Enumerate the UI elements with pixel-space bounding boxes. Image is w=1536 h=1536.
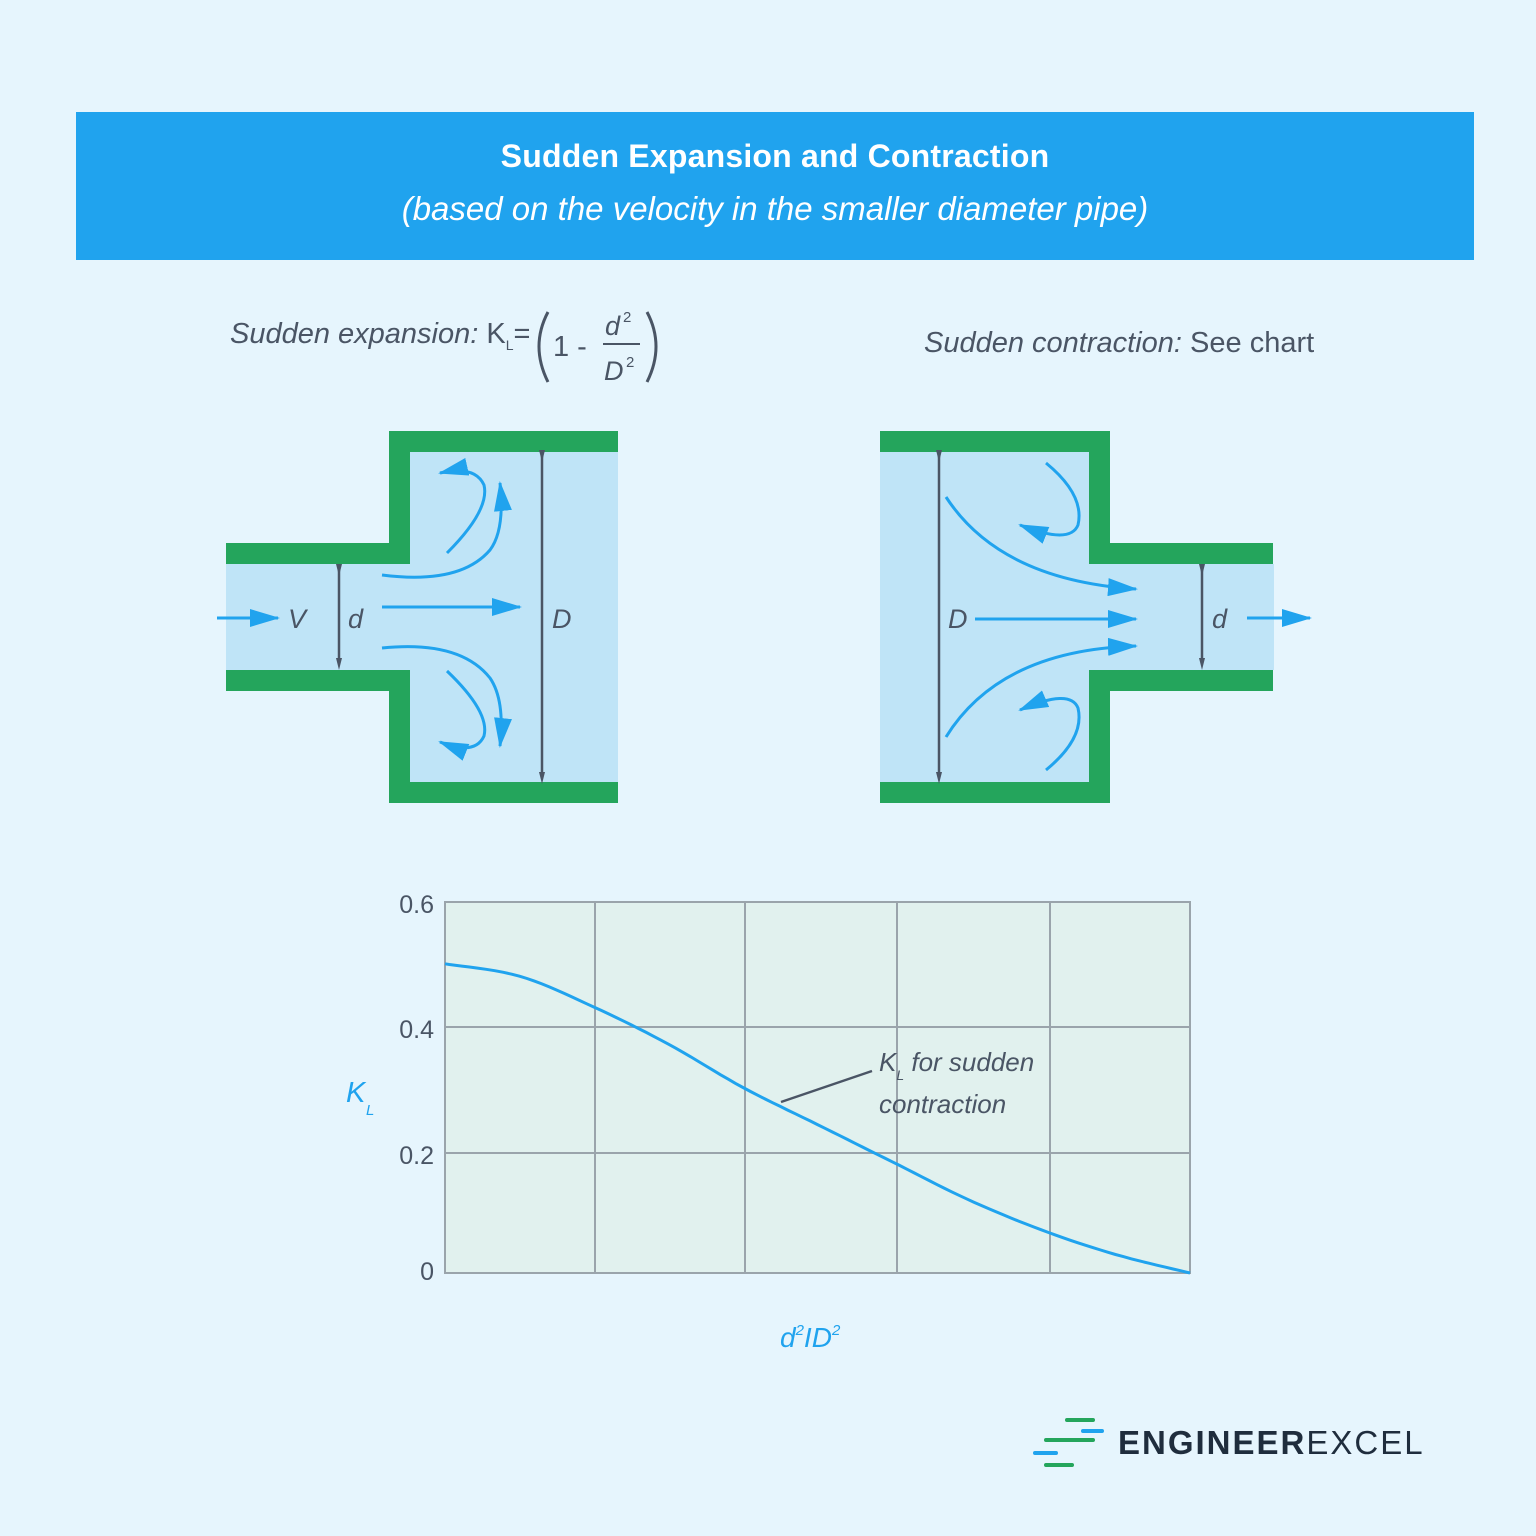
contraction-bottom-wall [880,670,1273,803]
annotation-leader-line [780,1069,873,1104]
y-tick-0.6: 0.6 [399,891,434,919]
expansion-formula: Sudden expansion: KL= [230,318,530,353]
x-axis-label: d2ID2 [780,1322,841,1353]
contraction-top-wall [880,431,1273,564]
y-axis-label: K [346,1077,367,1109]
kl-contraction-curve [444,962,1191,1275]
svg-text:2: 2 [626,354,634,371]
kl-symbol: KL= [486,318,531,353]
annotation-line1: KL for sudden [879,1047,1034,1083]
contraction-lower-eddy [1018,690,1081,772]
page-title: Sudden Expansion and Contraction [500,138,1050,174]
expansion-label: Sudden expansion: [230,318,479,350]
page-subtitle: (based on the velocity in the smaller di… [401,190,1149,227]
kl-chart: 0.6 0.4 0.2 0 K L d2ID2 KL for sudden co… [346,891,1191,1353]
upper-eddy-arrow [438,457,487,555]
contraction-label: Sudden contraction: See chart [924,327,1315,359]
y-tick-0.2: 0.2 [399,1142,434,1170]
expansion-diagram: V d D [217,431,618,803]
lower-eddy-arrow [438,669,487,761]
contraction-note: See chart [1190,327,1315,359]
chart-grid [445,902,1190,1273]
velocity-label: V [288,604,309,634]
formula-fraction: 1 - d 2 D 2 [537,309,658,386]
svg-text:L: L [366,1102,374,1119]
y-tick-0: 0 [420,1258,434,1286]
contraction-upper-eddy [1018,461,1081,544]
engineerexcel-logo-icon [1033,1418,1104,1467]
annotation-line2: contraction [879,1089,1006,1119]
expansion-top-wall [226,431,618,564]
contraction-d-label: d [1212,604,1228,634]
engineerexcel-logo[interactable]: ENGINEEREXCEL [1118,1424,1425,1461]
svg-text:d: d [605,311,621,341]
contraction-D-label: D [948,604,968,634]
d-label: d [348,604,364,634]
expansion-bottom-wall [226,670,618,803]
svg-text:1 -: 1 - [553,331,587,363]
y-tick-0.4: 0.4 [399,1016,434,1044]
D-label: D [552,604,572,634]
contraction-diagram: D d [880,431,1312,803]
header-banner: Sudden Expansion and Contraction (based … [76,112,1474,260]
svg-text:2: 2 [623,309,631,326]
svg-text:D: D [604,356,624,386]
